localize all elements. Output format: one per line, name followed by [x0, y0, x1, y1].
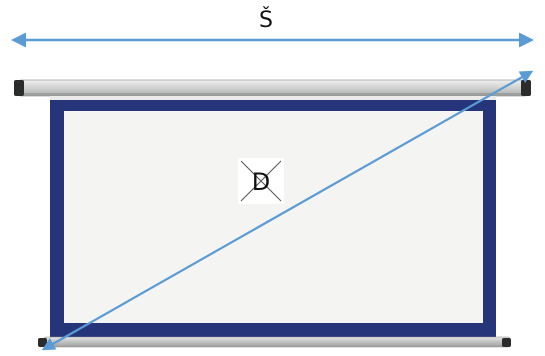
diagonal-label: D — [252, 168, 270, 196]
diagonal-label-box: D — [238, 158, 284, 204]
diagonal-arrow — [41, 70, 534, 351]
screen-housing — [14, 79, 531, 97]
width-label: Š — [259, 7, 273, 33]
screen-surface — [64, 111, 483, 323]
bottom-bar — [38, 336, 511, 348]
